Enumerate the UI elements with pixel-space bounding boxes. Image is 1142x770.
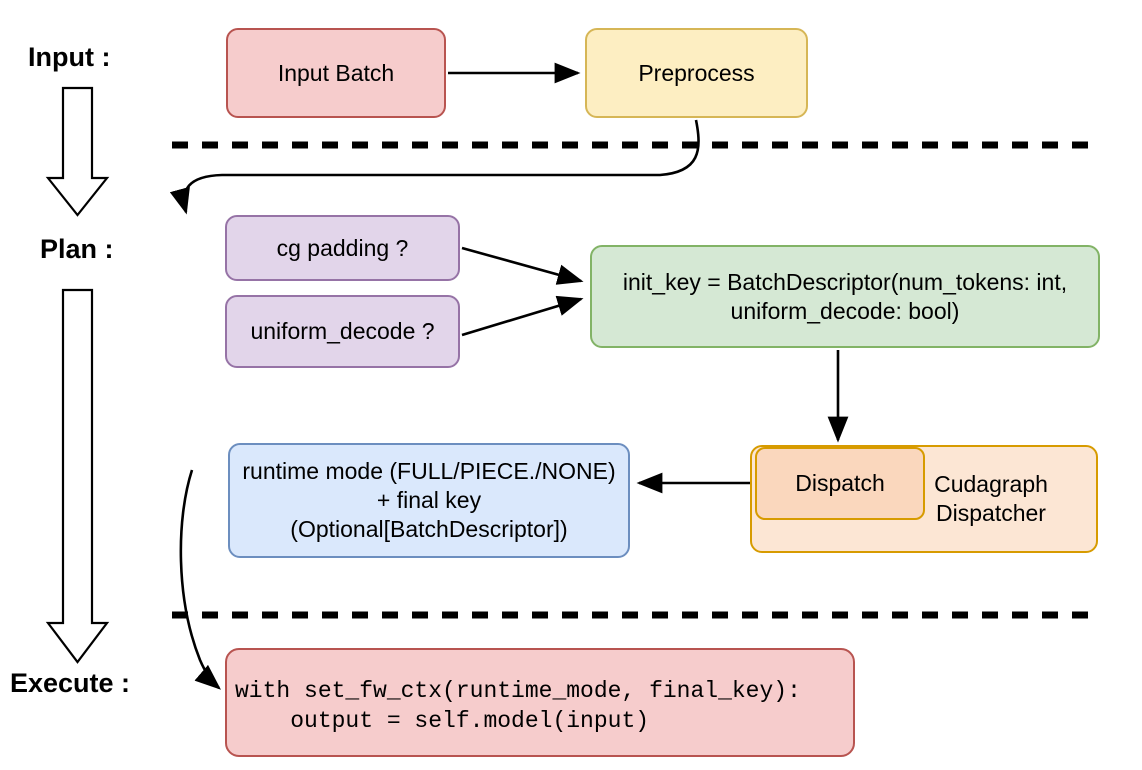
node-input-batch-label: Input Batch (277, 59, 395, 86)
stage-label-plan: Plan : (40, 234, 114, 264)
node-cudagraph-dispatcher-text: Cudagraph Dispatcher (906, 470, 1076, 528)
execute-code-line-2: output = self.model(input) (235, 708, 650, 735)
node-init-key-line2: uniform_decode: bool) (730, 297, 960, 324)
node-cudagraph-dispatcher-line1: Cudagraph (934, 471, 1048, 498)
arrow-cg-padding-to-init-key (461, 246, 584, 285)
plan-to-execute-arrow (45, 288, 110, 664)
node-runtime-mode-line2: + final key (Optional[BatchDescriptor]) (290, 487, 568, 542)
node-runtime-mode-text: runtime mode (FULL/PIECE./NONE) + final … (238, 457, 620, 544)
arrow-preprocess-to-cg-padding (169, 119, 700, 215)
arrow-runtime-mode-to-execute-code (179, 469, 221, 690)
node-uniform-decode-label: uniform_decode ? (250, 318, 435, 345)
node-cg-padding-label: cg padding ? (276, 234, 409, 261)
execute-code-line-1: with set_fw_ctx(runtime_mode, final_key)… (235, 678, 801, 704)
node-runtime-mode-line1: runtime mode (FULL/PIECE./NONE) (242, 458, 616, 485)
node-init-key[interactable]: init_key = BatchDescriptor(num_tokens: i… (590, 245, 1100, 348)
node-preprocess[interactable]: Preprocess (585, 28, 808, 118)
node-uniform-decode[interactable]: uniform_decode ? (225, 295, 460, 368)
node-dispatch[interactable]: Dispatch (755, 447, 925, 520)
node-input-batch[interactable]: Input Batch (226, 28, 446, 118)
node-execute-code[interactable]: with set_fw_ctx(runtime_mode, final_key)… (225, 648, 855, 757)
node-dispatch-label: Dispatch (795, 470, 885, 497)
node-preprocess-label: Preprocess (638, 59, 755, 86)
node-runtime-mode[interactable]: runtime mode (FULL/PIECE./NONE) + final … (228, 443, 630, 558)
arrow-uniform-decode-to-init-key (461, 295, 584, 337)
node-cg-padding[interactable]: cg padding ? (225, 215, 460, 281)
node-init-key-line1: init_key = BatchDescriptor(num_tokens: i… (622, 268, 1068, 295)
stage-label-execute: Execute : (10, 668, 131, 698)
stage-label-input: Input : (28, 42, 111, 72)
input-to-plan-arrow (45, 86, 110, 217)
node-init-key-text: init_key = BatchDescriptor(num_tokens: i… (623, 268, 1067, 326)
node-cudagraph-dispatcher-line2: Dispatcher (936, 500, 1046, 526)
